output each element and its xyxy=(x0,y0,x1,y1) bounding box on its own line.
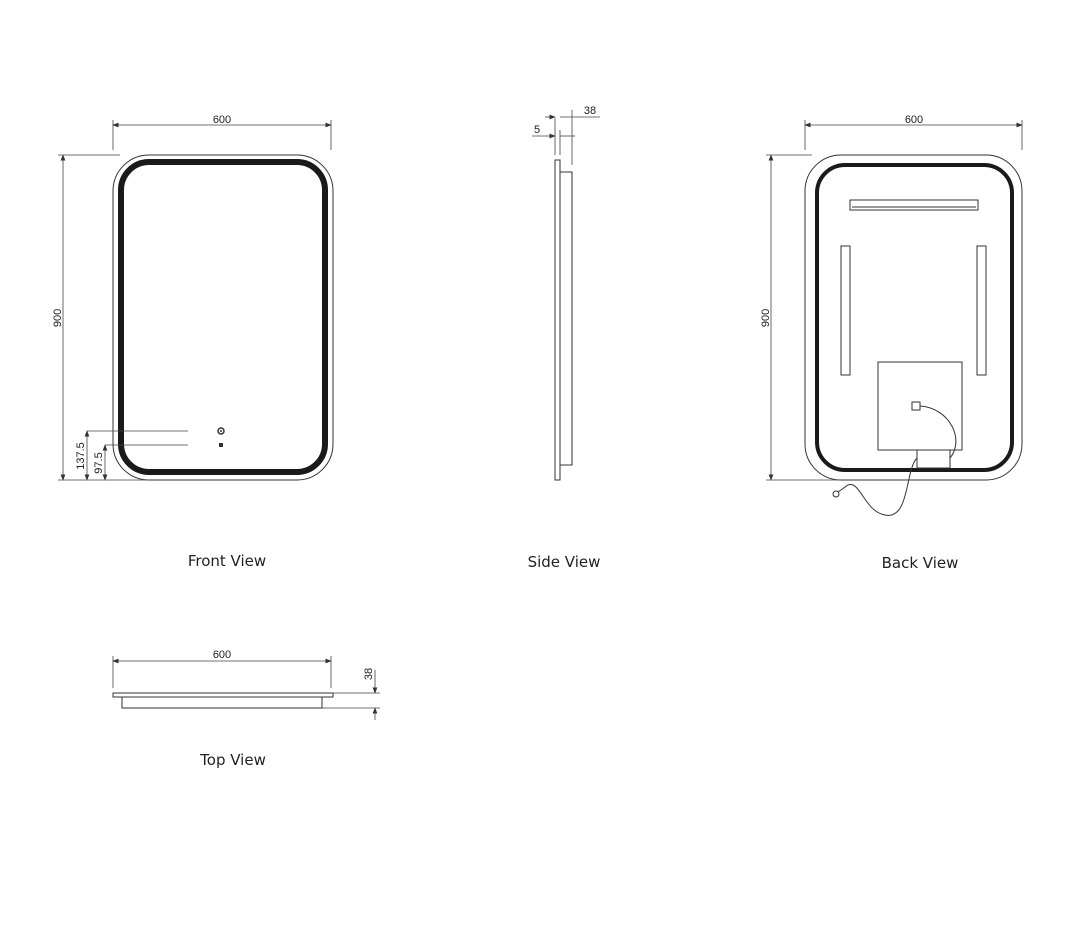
back-view-caption: Back View xyxy=(882,554,959,572)
left-bracket xyxy=(840,245,851,376)
top-view-caption: Top View xyxy=(199,751,266,769)
mirror-outline xyxy=(804,154,1023,481)
side-view-caption: Side View xyxy=(528,553,601,571)
touch-switch-icon xyxy=(217,427,225,435)
top-bracket xyxy=(849,199,979,211)
frame-profile xyxy=(559,171,573,466)
switch-height-label: 137.5 xyxy=(75,442,87,470)
led-band xyxy=(118,159,328,475)
side-view: 5 38 Side View xyxy=(528,105,601,571)
connector-icon xyxy=(911,401,921,411)
width-label: 600 xyxy=(905,114,923,126)
mirror-outline xyxy=(112,154,334,481)
front-view-caption: Front View xyxy=(188,552,266,570)
glass-top-profile xyxy=(112,692,334,698)
glass-thickness-label: 5 xyxy=(534,124,540,136)
sensor-height-label: 97.5 xyxy=(93,452,105,473)
width-label: 600 xyxy=(213,649,231,661)
front-view: 600 900 137.5 97.5 Front View xyxy=(52,114,334,570)
back-view: 600 900 Back View xyxy=(760,114,1023,572)
sensor-icon xyxy=(219,443,223,447)
power-cable xyxy=(837,457,918,516)
driver-outlet xyxy=(916,449,951,469)
width-label: 600 xyxy=(213,114,231,126)
depth-label: 38 xyxy=(363,668,375,680)
glass-profile xyxy=(554,159,561,481)
depth-label: 38 xyxy=(584,105,596,117)
height-label: 900 xyxy=(52,309,64,327)
frame-top-profile xyxy=(121,696,323,709)
plug-icon xyxy=(832,490,840,498)
right-bracket xyxy=(976,245,987,376)
height-label: 900 xyxy=(760,309,772,327)
led-band xyxy=(815,163,1014,472)
internal-cable xyxy=(919,405,957,459)
top-view: 600 38 Top View xyxy=(112,649,380,769)
